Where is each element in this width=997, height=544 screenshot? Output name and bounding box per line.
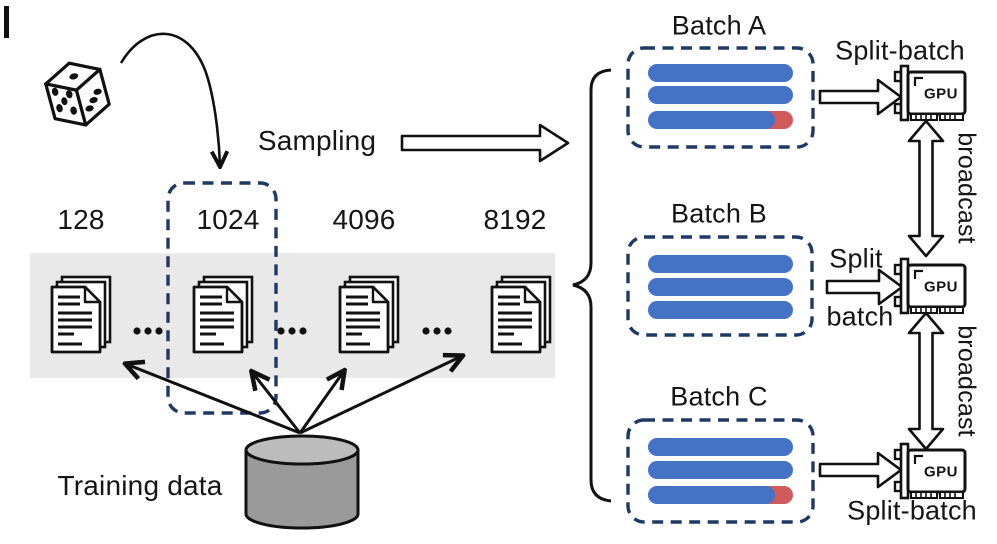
database-cylinder <box>244 434 360 530</box>
gpu-text-c: GPU <box>923 463 959 481</box>
ellipsis-dots <box>133 327 452 335</box>
training-data-label: Training data <box>57 469 223 501</box>
broadcast-label-bc: broadcast <box>952 325 981 437</box>
size-label-1024: 1024 <box>196 203 260 235</box>
sampling-label: Sampling <box>257 124 377 156</box>
document-stack-4096 <box>338 275 400 354</box>
size-label-8192: 8192 <box>483 203 547 235</box>
batches-brace <box>572 68 612 503</box>
document-stack-8192 <box>490 275 552 354</box>
dice-selection-arrow <box>119 32 220 166</box>
batch-label-middle: batch <box>826 301 894 332</box>
split-batch-label-bottom: Split-batch <box>847 495 977 526</box>
batch-b-box <box>626 235 814 337</box>
data-fan-arrows <box>126 356 462 435</box>
batch-b-title: Batch B <box>671 198 767 229</box>
batch-c-title: Batch C <box>670 381 768 412</box>
size-label-128: 128 <box>57 203 105 235</box>
batch-c-box <box>626 418 815 524</box>
gpu-text-b: GPU <box>923 278 959 296</box>
document-stack-1024 <box>192 275 254 354</box>
sampling-arrow <box>400 123 570 163</box>
broadcast-label-ab: broadcast <box>952 132 981 244</box>
selected-size-box <box>166 181 278 415</box>
broadcast-arrow-bc <box>907 311 945 451</box>
split-arrow-b <box>825 268 904 306</box>
batch-a-box <box>626 46 815 149</box>
batch-a-title: Batch A <box>671 10 767 41</box>
broadcast-arrow-ab <box>907 119 945 258</box>
split-label-middle: Split <box>829 243 883 274</box>
split-arrow-c <box>818 451 903 489</box>
split-batch-label-top: Split-batch <box>835 35 965 66</box>
size-label-4096: 4096 <box>332 203 396 235</box>
split-arrow-a <box>818 78 903 116</box>
document-stack-128 <box>50 275 112 354</box>
dice-icon <box>44 61 111 127</box>
edge-artifact <box>4 6 9 38</box>
gpu-text-a: GPU <box>923 85 959 103</box>
